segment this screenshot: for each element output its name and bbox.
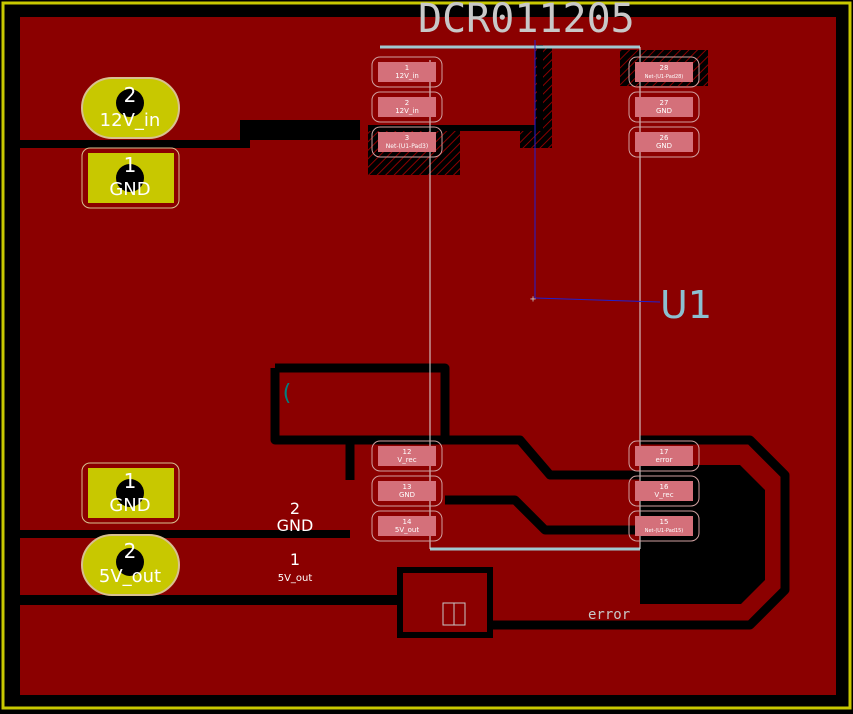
svg-text:12V_in: 12V_in: [395, 107, 419, 115]
via-arc-icon: (: [280, 381, 293, 406]
u1-value-label: DCR011205: [418, 0, 635, 42]
svg-text:Net-(U1-Pad3): Net-(U1-Pad3): [386, 143, 428, 150]
svg-text:GND: GND: [109, 179, 150, 200]
gnd-net-label: GND: [277, 516, 314, 535]
connector-input: 2 12V_in 1 GND: [81, 77, 180, 209]
svg-text:28: 28: [660, 64, 669, 72]
svg-text:V_rec: V_rec: [654, 491, 673, 499]
svg-text:14: 14: [403, 518, 412, 526]
svg-text:V_rec: V_rec: [397, 456, 416, 464]
small-smd-component[interactable]: [442, 602, 466, 626]
svg-text:GND: GND: [399, 491, 415, 499]
u1-pad-3[interactable]: 3 Net-(U1-Pad3): [371, 126, 443, 158]
error-net-label: error: [588, 607, 630, 623]
svg-text:2: 2: [124, 83, 137, 107]
u1-pads-right: 28 Net-(U1-Pad28) 27 GND 26 GND 17 error…: [628, 56, 700, 542]
origin-marker: +: [530, 294, 536, 305]
svg-text:12V_in: 12V_in: [100, 110, 161, 131]
u1-pad-27[interactable]: 27 GND: [628, 91, 700, 123]
u1-pad-1[interactable]: 1 12V_in: [371, 56, 443, 88]
svg-text:Net-(U1-Pad28): Net-(U1-Pad28): [645, 74, 684, 80]
connector-input-pin1[interactable]: 1 GND: [81, 147, 180, 209]
u1-pad-26[interactable]: 26 GND: [628, 126, 700, 158]
connector-output-pin1[interactable]: 1 GND: [81, 462, 180, 524]
svg-text:GND: GND: [656, 142, 672, 150]
error-trace: [495, 604, 745, 620]
u1-pad-2[interactable]: 2 12V_in: [371, 91, 443, 123]
svg-text:13: 13: [403, 483, 412, 491]
svg-text:2: 2: [124, 539, 137, 563]
trace-outlines: [368, 45, 543, 131]
u1-pad-12[interactable]: 12 V_rec: [371, 440, 443, 472]
drill-hole-icon: [116, 164, 144, 192]
svg-text:15: 15: [660, 518, 669, 526]
svg-text:1: 1: [405, 64, 409, 72]
u1-pad-17[interactable]: 17 error: [628, 440, 700, 472]
svg-text:1: 1: [124, 469, 137, 493]
connector-output-pin2[interactable]: 2 5V_out: [81, 534, 180, 596]
svg-text:GND: GND: [109, 495, 150, 516]
isolation-outlines: [270, 363, 790, 630]
svg-text:27: 27: [660, 99, 669, 107]
svg-text:Net-(U1-Pad15): Net-(U1-Pad15): [645, 528, 684, 534]
svg-text:GND: GND: [656, 107, 672, 115]
out-net-label: 5V_out: [278, 573, 313, 584]
svg-text:2: 2: [405, 99, 409, 107]
drill-hole-icon: [116, 548, 144, 576]
out-pin-number: 1: [290, 550, 300, 569]
svg-text:5V_out: 5V_out: [99, 566, 161, 587]
svg-text:1: 1: [124, 153, 137, 177]
svg-text:12: 12: [403, 448, 412, 456]
u1-pads-left: 1 12V_in 2 12V_in 3 Net-(U1-Pad3) 12 V_r…: [371, 56, 443, 542]
svg-text:5V_out: 5V_out: [395, 526, 419, 534]
hatched-zone-vertical: [520, 47, 552, 148]
drill-hole-icon: [116, 479, 144, 507]
ratsnest: [534, 40, 661, 303]
gnd-pin-number: 2: [290, 499, 300, 518]
svg-text:16: 16: [660, 483, 669, 491]
svg-text:error: error: [656, 456, 673, 464]
svg-text:17: 17: [660, 448, 669, 456]
connector-output: 1 GND 2 5V_out: [81, 462, 180, 596]
u1-reference-label: U1: [660, 283, 712, 327]
svg-text:26: 26: [660, 134, 669, 142]
connector-input-pin2[interactable]: 2 12V_in: [81, 77, 180, 139]
u1-pad-28[interactable]: 28 Net-(U1-Pad28): [628, 56, 700, 88]
svg-text:3: 3: [405, 134, 409, 142]
drill-hole-icon: [116, 89, 144, 117]
u1-pad-13[interactable]: 13 GND: [371, 475, 443, 507]
u1-pad-16[interactable]: 16 V_rec: [628, 475, 700, 507]
svg-text:12V_in: 12V_in: [395, 72, 419, 80]
u1-pad-15[interactable]: 15 Net-(U1-Pad15): [628, 510, 700, 542]
u1-pad-14[interactable]: 14 5V_out: [371, 510, 443, 542]
